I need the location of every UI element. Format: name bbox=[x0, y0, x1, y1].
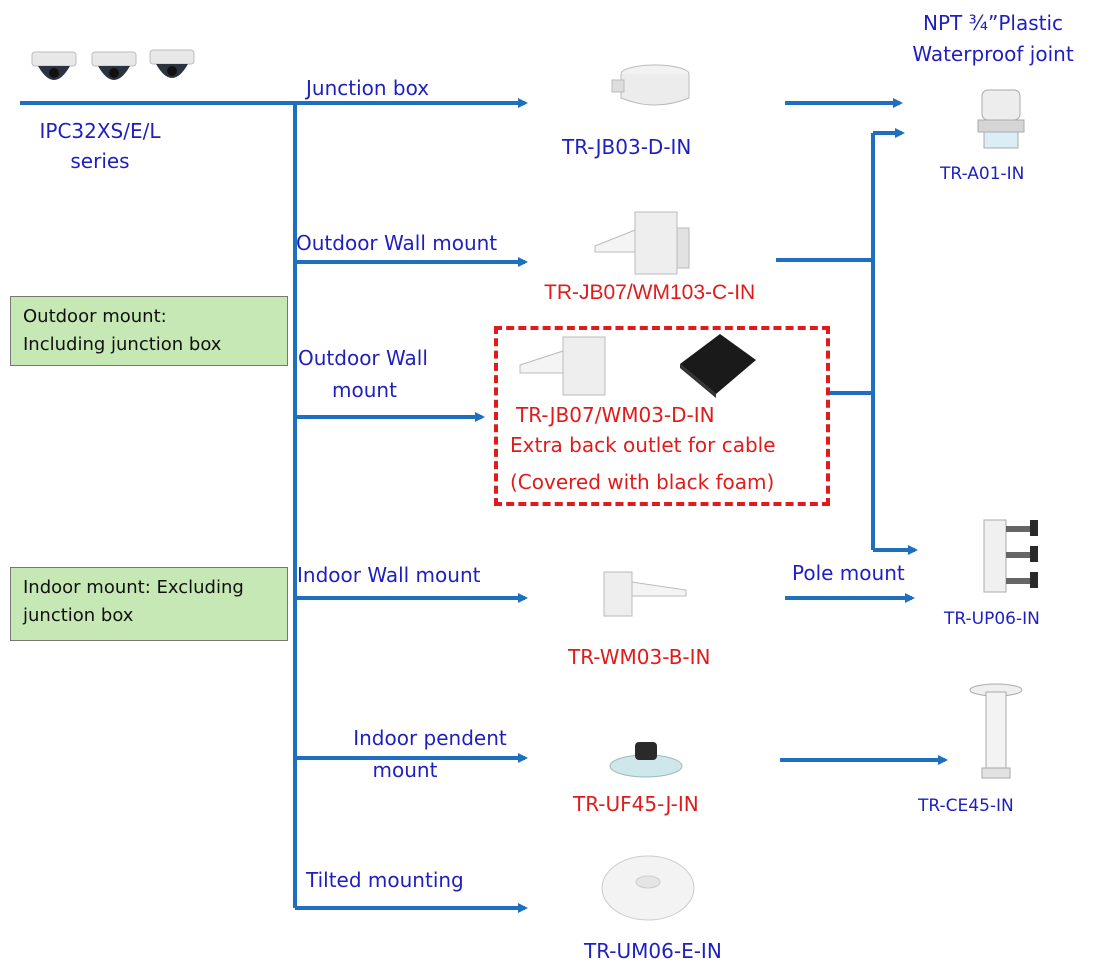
product-tr-jb07-wm03-d-in: TR-JB07/WM03-D-IN bbox=[516, 403, 715, 427]
product-tr-jb03-d-in: TR-JB03-D-IN bbox=[562, 135, 692, 159]
product-tr-up06-in: TR-UP06-IN bbox=[944, 609, 1040, 629]
dome-camera-icon bbox=[91, 51, 137, 80]
dome-camera-icon bbox=[31, 51, 77, 80]
camera-icons bbox=[31, 49, 195, 80]
tilted-mount-icon bbox=[601, 855, 695, 921]
product-jb07d-note-line1: Extra back outlet for cable bbox=[510, 433, 776, 457]
label-outdoor-wall-mount-2: Outdoor Wall mount bbox=[298, 346, 428, 402]
black-foam-icon bbox=[680, 334, 756, 398]
pole-mount-icon bbox=[983, 519, 1038, 593]
indoor-wall-mount-icon bbox=[603, 571, 687, 617]
product-tr-jb07-wm103-c-in: TR-JB07/WM103-C-IN bbox=[544, 281, 756, 304]
product-tr-wm03-b-in: TR-WM03-B-IN bbox=[568, 645, 711, 669]
note-indoor-mount: Indoor mount: Excluding junction box bbox=[10, 567, 288, 641]
ceiling-mount-icon bbox=[969, 683, 1023, 779]
label-indoor-pendent-mount: Indoor pendent mount bbox=[353, 726, 507, 782]
highlight-box-jb07d bbox=[494, 326, 830, 506]
product-jb07d-note-line2: (Covered with black foam) bbox=[510, 470, 775, 494]
camera-model-line2: series bbox=[70, 149, 130, 173]
wall-mount-icon bbox=[594, 211, 690, 275]
label-junction-box: Junction box bbox=[306, 76, 430, 100]
junction-box-icon bbox=[611, 64, 690, 106]
camera-model-line1: IPC32XS/E/L bbox=[39, 119, 161, 143]
wall-mount-d-icon bbox=[519, 336, 606, 396]
label-tilted-mounting: Tilted mounting bbox=[306, 868, 464, 892]
product-tr-a01-in: TR-A01-IN bbox=[940, 164, 1025, 184]
waterproof-joint-icon bbox=[977, 89, 1025, 149]
product-tr-ce45-in: TR-CE45-IN bbox=[918, 796, 1014, 816]
product-npt-joint-label: NPT ¾”Plastic Waterproof joint bbox=[912, 11, 1074, 66]
camera-model-label: IPC32XS/E/L series bbox=[10, 118, 190, 174]
note-outdoor-mount: Outdoor mount: Including junction box bbox=[10, 296, 288, 366]
label-pole-mount: Pole mount bbox=[792, 561, 905, 585]
product-tr-uf45-j-in: TR-UF45-J-IN bbox=[573, 792, 699, 816]
product-tr-um06-e-in: TR-UM06-E-IN bbox=[584, 939, 722, 963]
dome-camera-icon bbox=[149, 49, 195, 78]
label-indoor-wall-mount: Indoor Wall mount bbox=[297, 563, 481, 587]
label-outdoor-wall-mount-1: Outdoor Wall mount bbox=[296, 231, 498, 255]
pendent-mount-icon bbox=[609, 742, 683, 778]
